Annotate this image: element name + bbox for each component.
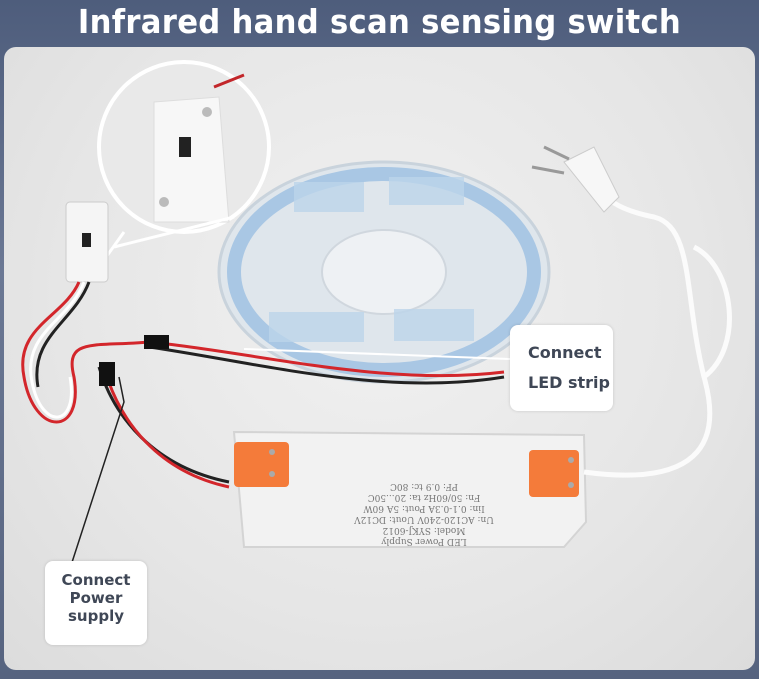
sensor-switch bbox=[65, 201, 109, 283]
callout-pointer bbox=[243, 348, 511, 360]
callout-text: Connect bbox=[61, 571, 131, 589]
ac-plug bbox=[531, 145, 620, 213]
label-model: Model: SYKJ-6012 bbox=[382, 525, 466, 535]
switch-closeup bbox=[97, 60, 271, 268]
callout-power-supply: Connect Power supply bbox=[45, 561, 147, 645]
label-row: Fn: 50/60Hz ta: 20...50C bbox=[367, 492, 481, 502]
product-illustration bbox=[21, 60, 732, 588]
led-connector bbox=[144, 335, 169, 349]
callout-text: supply bbox=[67, 607, 124, 625]
product-photo: LED Power Supply Model: SYKJ-6012 Un: AC… bbox=[4, 47, 755, 670]
wires bbox=[21, 281, 505, 588]
page-title: Infrared hand scan sensing switch bbox=[77, 2, 682, 41]
power-supply bbox=[232, 430, 588, 548]
plug-cable bbox=[583, 175, 732, 478]
power-connector bbox=[99, 362, 115, 386]
callout-text: Connect bbox=[528, 343, 602, 362]
label-row: Iin: 0.1-0.3A Pout: 5A 60W bbox=[363, 503, 485, 513]
led-strip-reel bbox=[217, 160, 551, 384]
label-row: Un: AC120-240V Uout: DC12V bbox=[354, 514, 494, 524]
power-supply-label: LED Power Supply Model: SYKJ-6012 Un: AC… bbox=[324, 480, 524, 546]
callout-text: Power bbox=[69, 589, 123, 607]
label-name: LED Power Supply bbox=[381, 536, 467, 546]
callout-text: LED strip bbox=[528, 373, 610, 392]
label-row: PF: 0.9 tc: 80C bbox=[390, 481, 458, 491]
callout-led-strip: Connect LED strip bbox=[510, 325, 613, 411]
